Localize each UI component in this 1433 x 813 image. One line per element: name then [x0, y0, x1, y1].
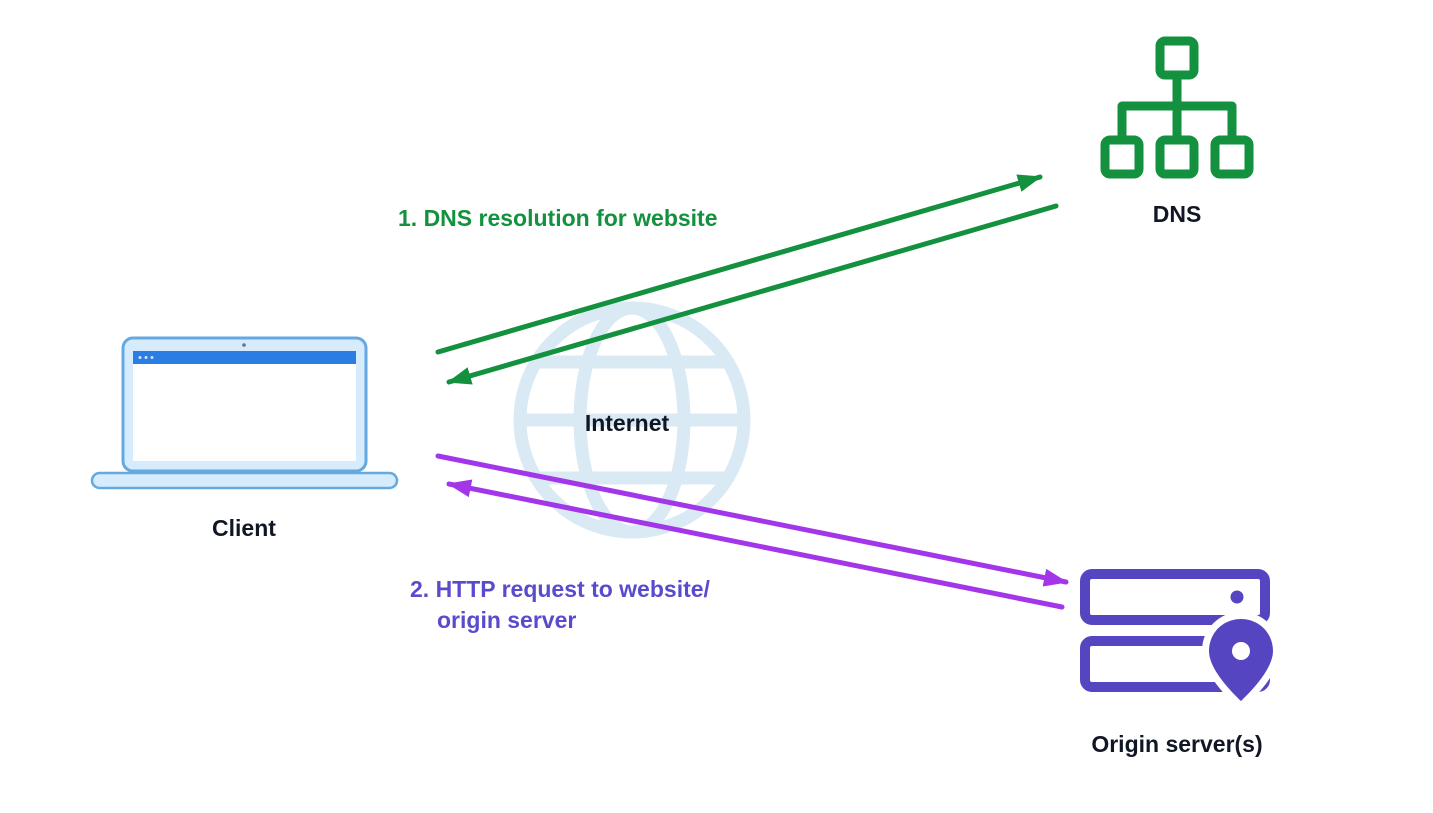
- flow-label-http-request-line1: 2. HTTP request to website/: [410, 576, 711, 602]
- server-indicator-dot: [1230, 590, 1244, 604]
- dns-tree-icon: [1100, 36, 1254, 179]
- server-rack-top: [1080, 569, 1270, 625]
- arrow-client-to-origin: [435, 453, 1069, 587]
- dns-label: DNS: [1153, 201, 1202, 227]
- flow-label-dns-resolution: 1. DNS resolution for website: [398, 205, 718, 231]
- laptop-browser-titlebar: [133, 351, 356, 364]
- internet-globe-icon: [513, 301, 751, 539]
- arrow-origin-to-client: [446, 479, 1065, 610]
- flow-label-http-request-line2: origin server: [437, 607, 576, 633]
- origin-label: Origin server(s): [1091, 731, 1262, 757]
- laptop-camera-dot: [242, 343, 246, 347]
- internet-label: Internet: [585, 410, 670, 436]
- browser-titlebar-dots-icon: [138, 356, 154, 359]
- http-request-arrows: [435, 453, 1069, 610]
- location-pin-hole: [1232, 642, 1250, 660]
- arrow-dns-to-client: [446, 203, 1059, 385]
- dns-resolution-arrows: [435, 174, 1059, 385]
- origin-server-icon: [1080, 569, 1281, 711]
- arrow-client-to-dns: [435, 174, 1043, 355]
- laptop-base: [90, 471, 399, 490]
- laptop-browser-window: [133, 351, 356, 461]
- client-label: Client: [212, 515, 276, 541]
- client-laptop-icon: [90, 336, 399, 490]
